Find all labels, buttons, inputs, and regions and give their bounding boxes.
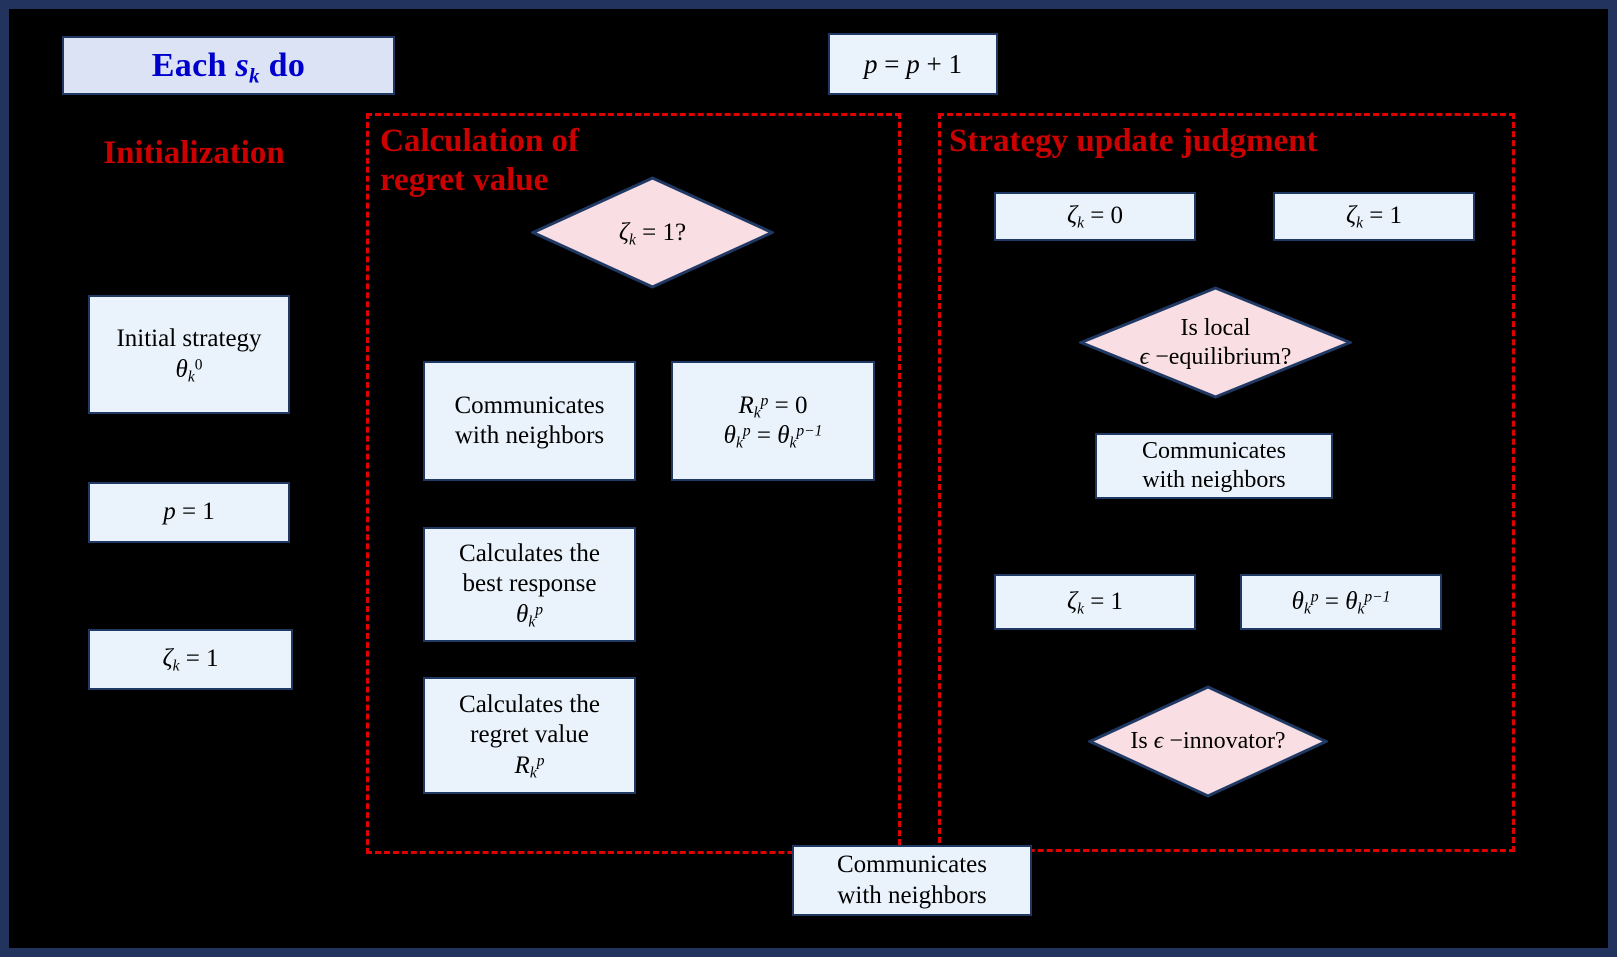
box-regret-value: Calculates the regret value Rkp — [423, 677, 636, 794]
loop-banner-subscript: k — [249, 62, 260, 87]
box-communicates-neighbors-bottom-line1: Communicates — [837, 851, 987, 878]
box-regret-value-line3: Rkp — [514, 751, 545, 782]
loop-banner-prefix: Each — [151, 46, 236, 84]
box-zeta-equals-1-init-label: ζk = 1 — [162, 645, 219, 675]
box-communicates-neighbors-right-line1: Communicates — [1142, 437, 1286, 464]
loop-banner-label: Each sk do — [151, 46, 306, 87]
box-theta-unchanged-label: θkp = θkp−1 — [1291, 587, 1391, 618]
box-regret-value-line1: Calculates the — [459, 690, 600, 718]
box-zeta-equals-1-init: ζk = 1 — [88, 629, 293, 690]
box-best-response: Calculates the best response θkp — [423, 527, 636, 642]
box-best-response-line3: θkp — [516, 600, 543, 631]
box-zeta-equals-0: ζk = 0 — [994, 192, 1196, 241]
loop-banner-each-sk: Each sk do — [62, 36, 395, 95]
box-communicates-neighbors-bottom-line2: with neighbors — [837, 881, 987, 909]
box-regret-value-line2: regret value — [470, 721, 589, 749]
box-best-response-line2: best response — [462, 570, 597, 598]
box-reset-values-line1: Rkp = 0 — [738, 391, 808, 422]
box-communicates-neighbors-mid-line2: with neighbors — [454, 422, 605, 449]
counter-box-p-increment: p = p + 1 — [828, 33, 998, 95]
box-initial-strategy-line2: θk0 — [175, 355, 203, 386]
section-title-strategy: Strategy update judgment — [949, 123, 1318, 159]
box-reset-values-line2: θkp = θkp−1 — [723, 422, 823, 452]
box-zeta-equals-0-label: ζk = 0 — [1066, 202, 1124, 232]
box-best-response-line1: Calculates the — [459, 539, 600, 567]
box-theta-unchanged: θkp = θkp−1 — [1240, 574, 1442, 630]
box-initial-strategy-line1: Initial strategy — [116, 325, 262, 352]
decision-is-local-epsilon-equilibrium-shape — [1079, 286, 1352, 399]
decision-is-epsilon-innovator-shape — [1088, 685, 1328, 798]
box-p-equals-1: p = 1 — [88, 482, 290, 543]
section-title-initialization: Initialization — [103, 135, 285, 171]
box-reset-values: Rkp = 0 θkp = θkp−1 — [671, 361, 875, 481]
loop-banner-suffix: do — [259, 46, 306, 84]
box-initial-strategy: Initial strategy θk0 — [88, 295, 290, 414]
box-p-equals-1-label: p = 1 — [163, 498, 215, 526]
loop-banner-variable: s — [235, 46, 250, 84]
counter-box-label: p = p + 1 — [864, 48, 962, 79]
decision-zeta-is-1: ζk = 1? — [531, 176, 774, 289]
box-communicates-neighbors-mid: Communicates with neighbors — [423, 361, 636, 481]
box-communicates-neighbors-right: Communicates with neighbors — [1095, 433, 1333, 499]
box-zeta-equals-1-top-label: ζk = 1 — [1345, 202, 1403, 232]
decision-is-epsilon-innovator: Is ϵ −innovator? — [1088, 685, 1328, 798]
decision-zeta-is-1-shape — [531, 176, 774, 289]
box-zeta-equals-1-top: ζk = 1 — [1273, 192, 1475, 241]
box-communicates-neighbors-mid-line1: Communicates — [454, 391, 605, 419]
box-communicates-neighbors-right-line2: with neighbors — [1142, 467, 1286, 493]
decision-is-local-epsilon-equilibrium: Is local ϵ −equilibrium? — [1079, 286, 1352, 399]
box-zeta-equals-1-bottom-label: ζk = 1 — [1066, 587, 1124, 618]
section-title-regret: Calculation of regret value — [380, 123, 579, 198]
box-zeta-equals-1-bottom: ζk = 1 — [994, 574, 1196, 630]
box-communicates-neighbors-bottom: Communicates with neighbors — [792, 845, 1032, 916]
